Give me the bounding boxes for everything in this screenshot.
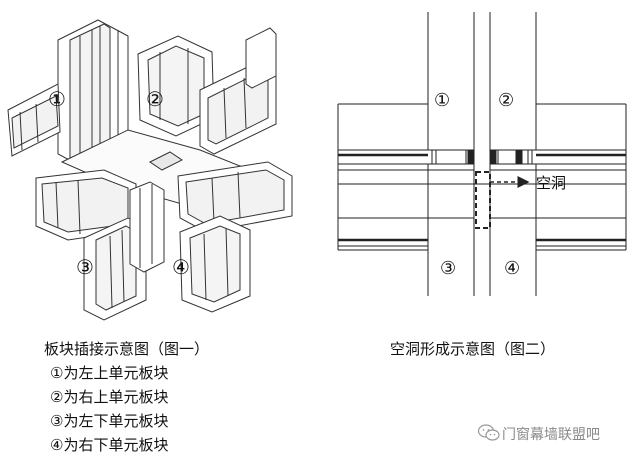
fig2-label-3: ③ (440, 258, 456, 279)
figure2-drawing (337, 12, 627, 296)
fig1-label-2: ② (146, 87, 164, 111)
legend-item-4: ④为右下单元板块 (50, 436, 169, 454)
figure2-labels: ① ② ③ ④ 空洞 (434, 90, 566, 279)
void-annotation: 空洞 (536, 174, 566, 192)
figure2-caption: 空洞形成示意图（图二） (390, 340, 556, 358)
panel-2-shape (137, 27, 277, 155)
fig1-label-4: ④ (172, 255, 190, 279)
panel-4-shape (177, 161, 293, 313)
fig2-label-4: ④ (504, 258, 520, 279)
legend-item-1: ①为左上单元板块 (50, 364, 169, 382)
fig2-label-1: ① (434, 90, 450, 111)
legend-item-3: ③为左下单元板块 (50, 412, 169, 430)
fig2-label-2: ② (498, 90, 514, 111)
wechat-icon (478, 424, 500, 441)
watermark-text: 门窗幕墙联盟吧 (502, 427, 600, 443)
void-outline (475, 171, 491, 229)
legend-item-2: ②为右上单元板块 (50, 388, 169, 406)
panel-3-shape (35, 169, 165, 321)
fig1-label-1: ① (48, 87, 66, 111)
figure1-caption: 板块插接示意图（图一） (44, 340, 210, 358)
figure1-labels: ① ② ③ ④ (48, 87, 190, 279)
fig1-label-3: ③ (76, 255, 94, 279)
figure1-drawing (7, 19, 293, 321)
